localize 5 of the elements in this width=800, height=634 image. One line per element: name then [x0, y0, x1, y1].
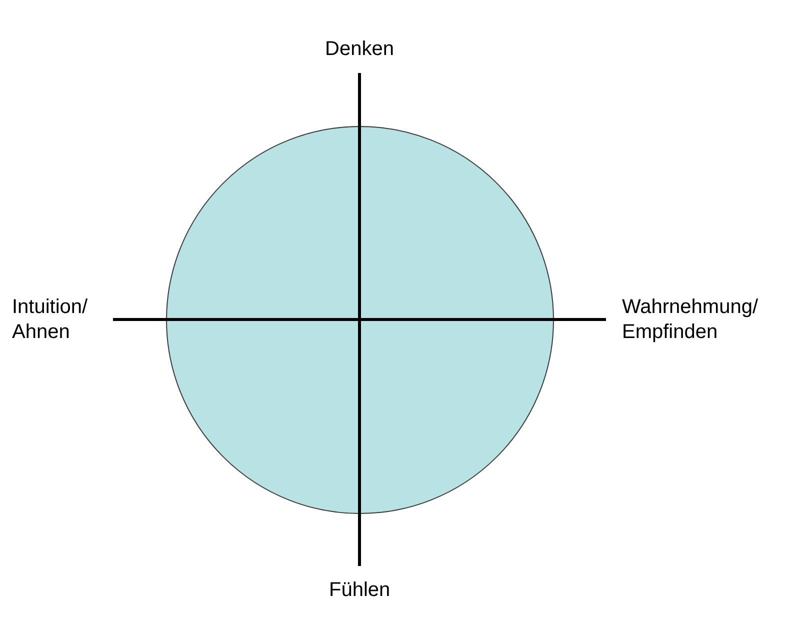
axis-label: Fühlen: [329, 578, 390, 603]
circle: [166, 126, 554, 514]
axis-label: Intuition/ Ahnen: [12, 294, 88, 344]
axis-label: Denken: [325, 37, 394, 62]
axis-label: Wahrnehmung/ Empfinden: [622, 294, 758, 344]
